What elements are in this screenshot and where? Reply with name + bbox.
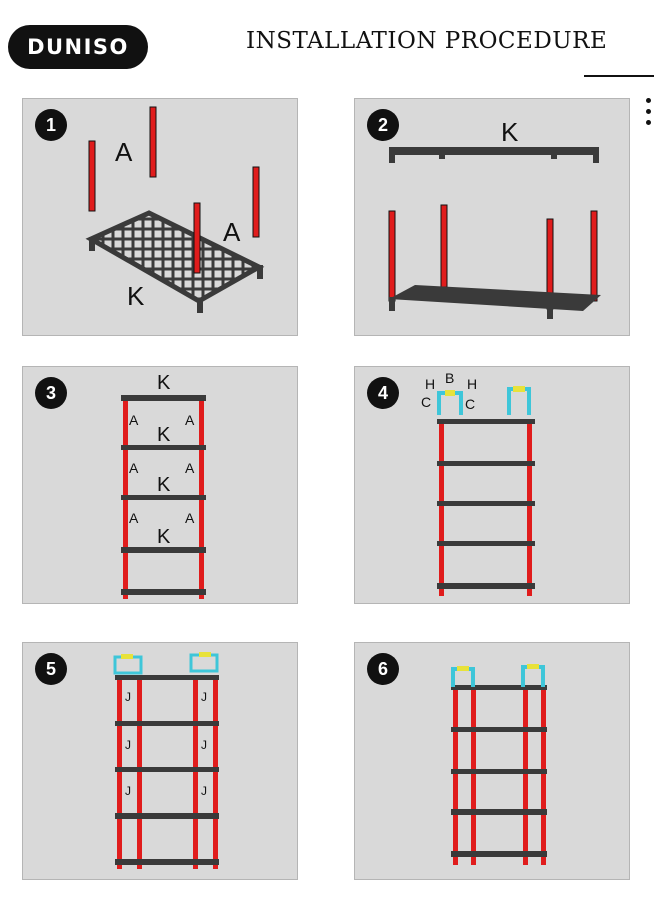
pole-label: A xyxy=(129,412,139,428)
step-1-illustration: A A K xyxy=(85,106,265,313)
shelf-label: K xyxy=(157,424,171,446)
step-number: 5 xyxy=(35,653,67,685)
c-label: C xyxy=(421,394,431,410)
c-label: C xyxy=(465,396,475,412)
j-label: J xyxy=(125,738,131,752)
pole-label: A xyxy=(129,460,139,476)
j-label: J xyxy=(201,738,207,752)
pole-label: A xyxy=(185,510,195,526)
h-label: H xyxy=(467,376,477,392)
step-3-illustration: K K K K A A A A A A xyxy=(121,372,206,599)
step-1-panel: 1 A A K xyxy=(22,98,298,336)
j-label: J xyxy=(125,784,131,798)
pole-label: A xyxy=(223,217,241,247)
step-number: 3 xyxy=(35,377,67,409)
pole-label: A xyxy=(115,137,133,167)
more-options-icon[interactable] xyxy=(646,98,652,131)
j-label: J xyxy=(125,690,131,704)
j-label: J xyxy=(201,784,207,798)
pole-label: A xyxy=(185,460,195,476)
step-number: 4 xyxy=(367,377,399,409)
shelf-label: K xyxy=(501,117,519,147)
step-4-illustration: H B H C C xyxy=(421,370,535,596)
step-number: 1 xyxy=(35,109,67,141)
step-3-panel: 3 K K K K A A A A A A xyxy=(22,366,298,604)
pole-label: A xyxy=(129,510,139,526)
b-label: B xyxy=(445,370,454,386)
shelf-label: K xyxy=(127,281,145,311)
step-number: 2 xyxy=(367,109,399,141)
step-5-panel: 5 J J J J J J xyxy=(22,642,298,880)
shelf-label: K xyxy=(157,372,171,394)
step-number: 6 xyxy=(367,653,399,685)
step-5-illustration: J J J J J J xyxy=(113,652,219,869)
logo-text: DUNISO xyxy=(27,35,129,59)
step-4-panel: 4 H B H C C xyxy=(354,366,630,604)
step-6-panel: 6 xyxy=(354,642,630,880)
shelf-label: K xyxy=(157,526,171,548)
step-2-illustration: K xyxy=(388,117,601,319)
title-underline xyxy=(584,75,654,77)
page-title: INSTALLATION PROCEDURE xyxy=(246,28,608,54)
step-2-panel: 2 K xyxy=(354,98,630,336)
step-6-illustration xyxy=(451,664,547,865)
shelf-label: K xyxy=(157,474,171,496)
j-label: J xyxy=(201,690,207,704)
pole-label: A xyxy=(185,412,195,428)
h-label: H xyxy=(425,376,435,392)
brand-logo: DUNISO xyxy=(8,25,148,69)
